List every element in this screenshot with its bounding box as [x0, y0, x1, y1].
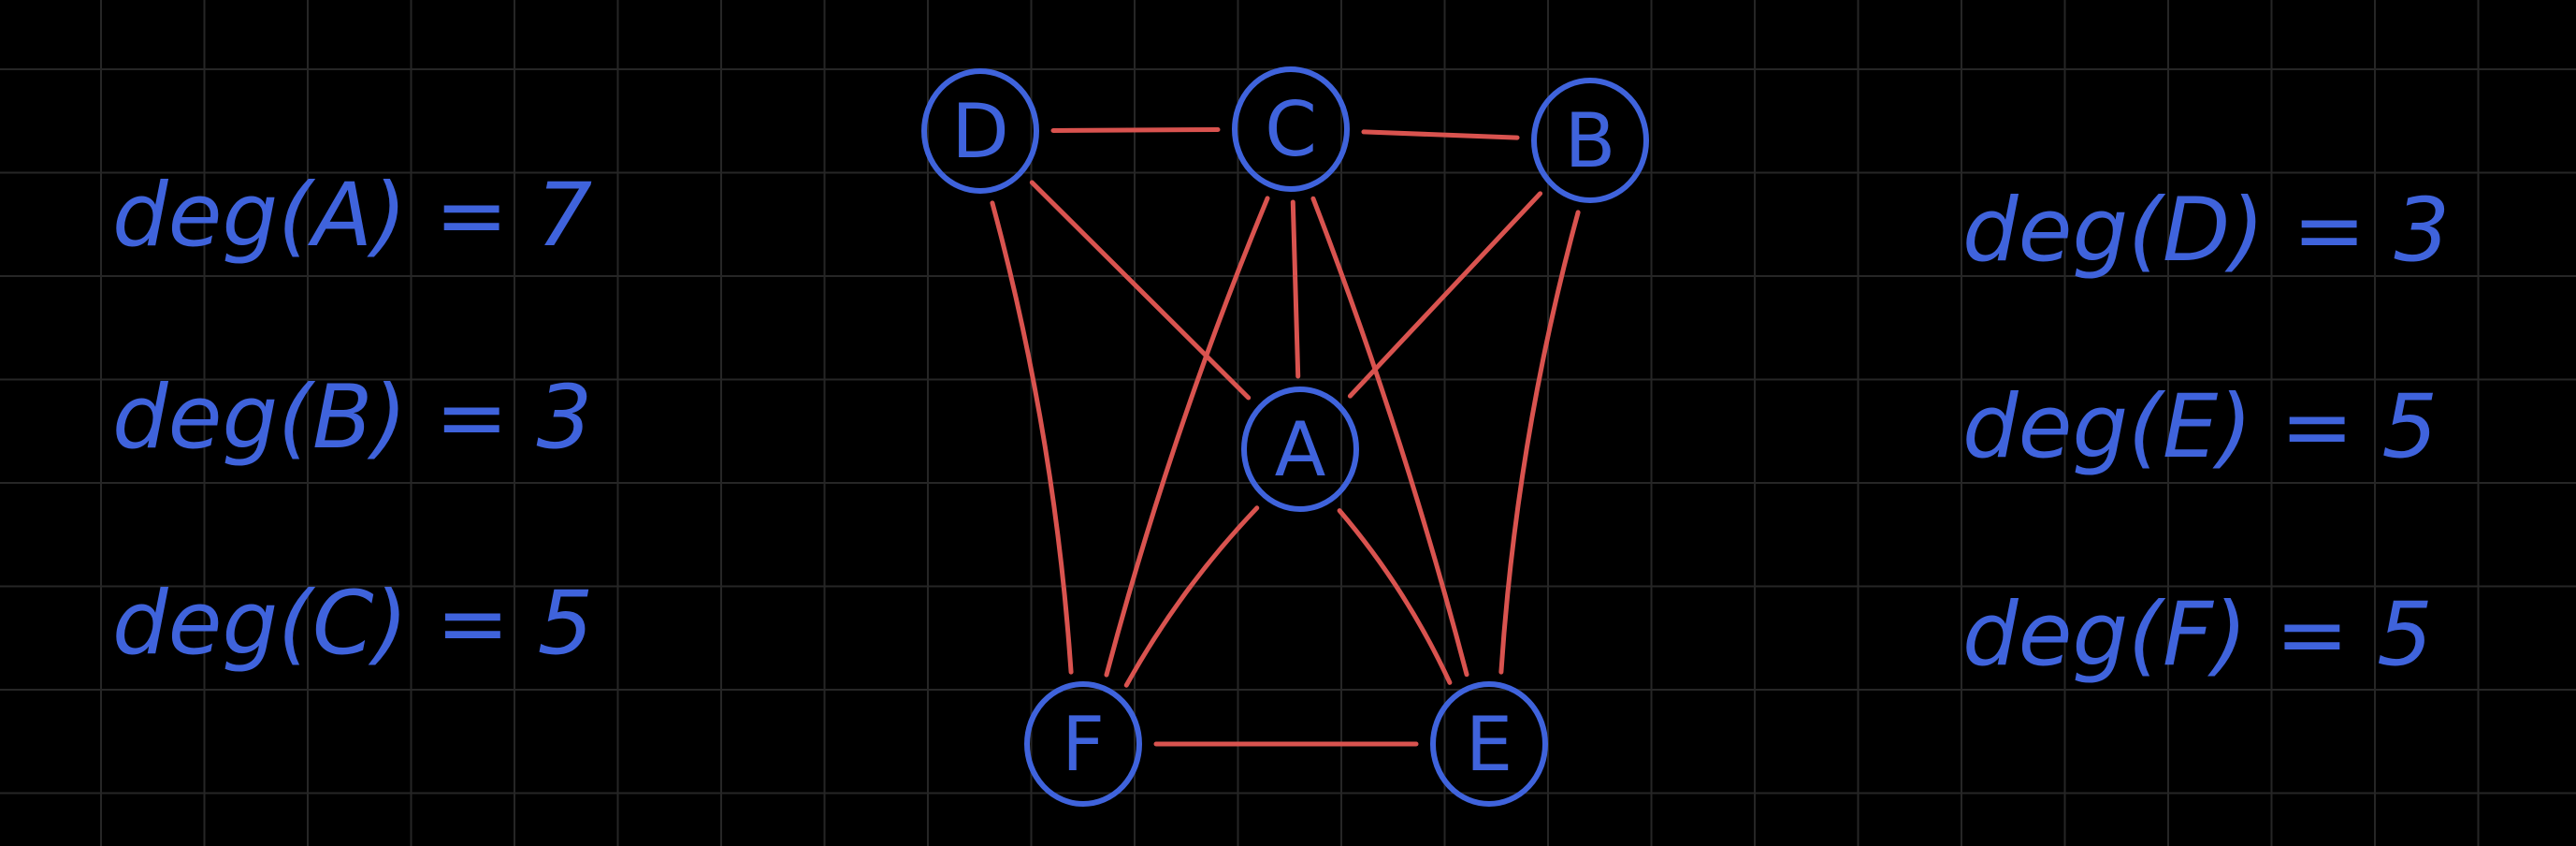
node-c: C [1232, 66, 1350, 192]
graph-nodes: A B C D E F [921, 66, 1649, 807]
node-a: A [1241, 387, 1359, 512]
node-e: E [1430, 681, 1548, 807]
edge-c-e [1310, 196, 1469, 678]
node-circle [1430, 681, 1548, 807]
node-circle [1531, 78, 1649, 203]
edge-d-c [1050, 126, 1221, 134]
degree-label-c: deg(C) = 5 [112, 573, 593, 675]
edge-a-f [1123, 505, 1260, 688]
node-b: B [1531, 78, 1649, 203]
edge-b-a [1347, 191, 1543, 399]
degree-label-d: deg(D) = 3 [1962, 180, 2450, 282]
node-label: B [1565, 97, 1616, 184]
node-f: F [1024, 681, 1142, 807]
edge-c-f [1104, 196, 1270, 678]
node-circle [1241, 387, 1359, 512]
edge-a-e [1337, 508, 1453, 685]
node-label: C [1265, 86, 1317, 173]
degree-label-b: deg(B) = 3 [112, 367, 592, 469]
node-circle [1024, 681, 1142, 807]
node-d: D [921, 68, 1039, 194]
edge-d-a [1029, 180, 1252, 401]
node-circle [921, 68, 1039, 194]
node-label: D [951, 88, 1009, 175]
node-label: E [1466, 701, 1513, 788]
degree-label-e: deg(E) = 5 [1962, 376, 2438, 478]
graph-edges [990, 126, 1581, 747]
edge-c-a [1290, 199, 1301, 379]
edge-d-f [990, 200, 1074, 675]
edge-c-b [1361, 129, 1520, 140]
degree-label-f: deg(F) = 5 [1962, 584, 2433, 686]
degree-labels-left: deg(A) = 7 deg(B) = 3 deg(C) = 5 [112, 165, 593, 675]
node-label: F [1062, 701, 1105, 788]
degree-labels-right: deg(D) = 3 deg(E) = 5 deg(F) = 5 [1962, 180, 2450, 686]
node-label: A [1275, 406, 1326, 493]
node-circle [1232, 66, 1350, 192]
edge-b-e [1498, 210, 1581, 675]
degree-label-a: deg(A) = 7 [112, 165, 592, 267]
